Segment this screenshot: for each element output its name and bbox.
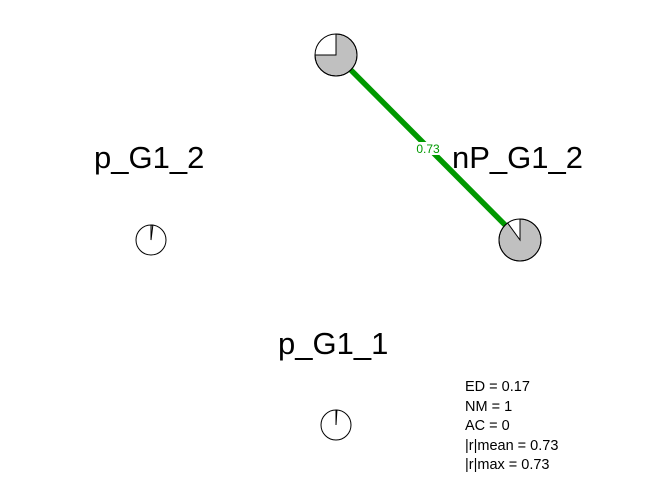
node-label-p-g1-1: p_G1_1 xyxy=(278,326,389,361)
network-statistics: ED = 0.17 NM = 1 AC = 0 |r|mean = 0.73 |… xyxy=(465,378,558,476)
stat-rmax: |r|max = 0.73 xyxy=(465,457,550,473)
edges-layer: 0.73 xyxy=(348,67,508,228)
edge-weight-label-bg xyxy=(414,142,442,155)
node-p-g1-2 xyxy=(135,224,167,256)
node-outline xyxy=(498,218,542,262)
stat-rmean: |r|mean = 0.73 xyxy=(465,437,559,454)
node-outline xyxy=(320,409,352,441)
node-label-p-g1-2: p_G1_2 xyxy=(94,140,205,175)
node-label-np-g1-2: nP_G1_2 xyxy=(452,140,583,175)
node-np-g1-2 xyxy=(498,218,542,262)
stat-ed: ED = 0.17 xyxy=(465,379,530,395)
node-p-g1-1 xyxy=(320,409,352,441)
node-outline xyxy=(314,33,358,77)
stat-ac: AC = 0 xyxy=(465,418,510,434)
node-outline xyxy=(135,224,167,256)
nodes-layer xyxy=(135,33,542,441)
edge-weight-label: 0.73 xyxy=(416,142,440,156)
stat-nm: NM = 1 xyxy=(465,398,513,415)
node-top-node xyxy=(314,33,358,77)
